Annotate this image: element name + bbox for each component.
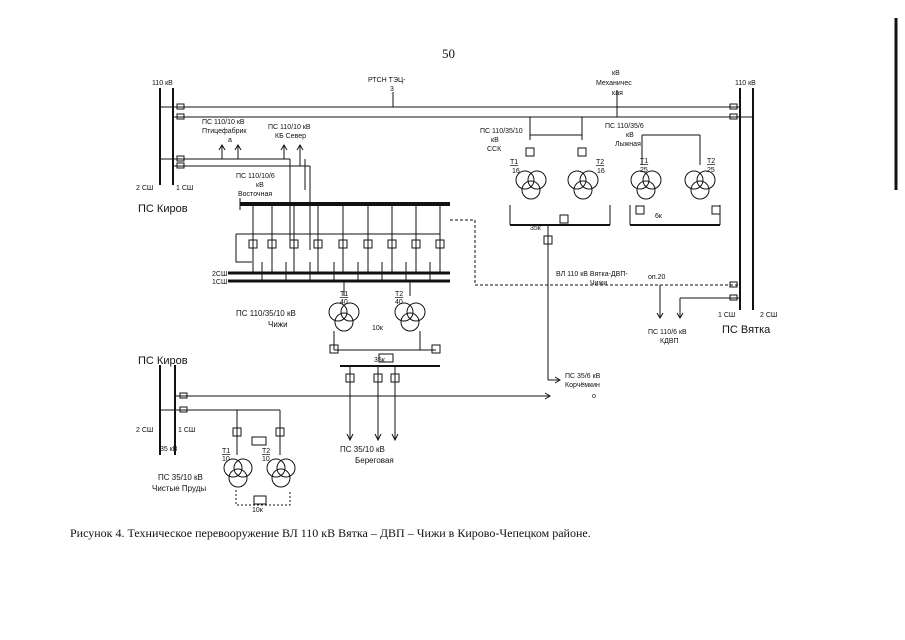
label-chizhi-t1: Т1 bbox=[340, 291, 348, 298]
label-cp-t1-v: 10 bbox=[222, 456, 230, 463]
figure-caption: Рисунок 4. Техническое перевооружение ВЛ… bbox=[70, 526, 591, 540]
switch-box bbox=[176, 155, 185, 162]
label-chizhi-2: Чижи bbox=[268, 320, 288, 329]
ssk-t2-winding bbox=[567, 170, 587, 190]
switch-box bbox=[176, 113, 185, 120]
chizhi-t1-winding bbox=[328, 302, 348, 322]
label-vl-1: ВЛ 110 кВ Вятка-ДВП- bbox=[556, 271, 628, 278]
label-vost-3: Восточная bbox=[238, 191, 272, 198]
feeder-group bbox=[235, 204, 445, 281]
label-korch-2: Корчёмкин bbox=[565, 382, 600, 389]
label-chizhi-t2: Т2 bbox=[395, 291, 403, 298]
label-kb-2: КБ Север bbox=[275, 133, 306, 140]
label-ptitse-1: ПС 110/10 кВ bbox=[202, 119, 245, 126]
label-mech-1: Механичес bbox=[596, 80, 632, 87]
label-cp-10k: 10к bbox=[252, 507, 264, 514]
label-mech-2: кая bbox=[612, 90, 623, 97]
label-ssk-2: кВ bbox=[491, 137, 499, 144]
label-kv35-bottom: 35 кВ bbox=[160, 446, 178, 453]
label-rtsn-num: 3 bbox=[390, 86, 394, 93]
label-bus-2sh: 2СШ bbox=[212, 271, 227, 278]
label-bereg-1: ПС 35/10 кВ bbox=[340, 445, 385, 454]
label-cp-t2-v: 10 bbox=[262, 456, 270, 463]
chizhi-t2-winding bbox=[394, 302, 414, 322]
label-cp-1: ПС 35/10 кВ bbox=[158, 473, 203, 482]
label-2sh-right: 2 СШ bbox=[760, 312, 777, 319]
switch-box bbox=[729, 103, 738, 110]
label-ptitse-2: Птицефабрик bbox=[202, 127, 247, 135]
label-chizhi-1: ПС 110/35/10 кВ bbox=[236, 309, 296, 318]
label-ssk-t2-v: 16 bbox=[597, 168, 605, 175]
label-chizhi-t2-v: 40 bbox=[395, 299, 403, 306]
label-2sh-bottom: 2 СШ bbox=[136, 427, 153, 434]
label-lyzh-3: Лыжная bbox=[615, 141, 641, 148]
label-kv110-right: 110 кВ bbox=[735, 80, 756, 87]
label-ps-kirov-bottom: ПС Киров bbox=[138, 355, 188, 367]
page-number: 50 bbox=[442, 46, 455, 61]
label-mech-kv: кВ bbox=[612, 70, 620, 77]
label-vost-1: ПС 110/10/6 bbox=[236, 173, 275, 180]
label-kv110-left: 110 кВ bbox=[152, 80, 173, 87]
label-rtsn: РТСН ТЭЦ- bbox=[368, 77, 406, 84]
label-cp-2: Чистые Пруды bbox=[152, 484, 206, 493]
label-ssk-3: ССК bbox=[487, 146, 502, 153]
label-ssk-t1-v: 16 bbox=[512, 168, 520, 175]
label-chizhi-35k: 35к bbox=[374, 357, 386, 364]
label-1sh-bottom: 1 СШ bbox=[178, 427, 195, 434]
label-vl-2: Чижи bbox=[590, 280, 607, 287]
label-vost-2: кВ bbox=[256, 182, 264, 189]
cp-t1-winding bbox=[223, 458, 243, 478]
label-ssk-1: ПС 110/35/10 bbox=[480, 128, 523, 135]
ssk-t1-winding bbox=[515, 170, 535, 190]
lyzh-t2-winding bbox=[684, 170, 704, 190]
label-lyzh-t2: Т2 bbox=[707, 158, 715, 165]
label-chizhi-10k: 10к bbox=[372, 325, 384, 332]
label-bus-1sh: 1СШ bbox=[212, 279, 227, 286]
label-lyzh-t1-v: 25 bbox=[640, 167, 648, 174]
label-kdvp-1: ПС 110/6 кВ bbox=[648, 329, 687, 336]
switch-box bbox=[176, 162, 185, 169]
label-ssk-t2: Т2 bbox=[596, 159, 604, 166]
vl-dashed-link bbox=[450, 219, 740, 286]
label-2sh-left: 2 СШ bbox=[136, 185, 153, 192]
switch-box bbox=[176, 103, 185, 110]
label-op20: оп.20 bbox=[648, 274, 666, 281]
label-ptitse-3: а bbox=[228, 137, 232, 144]
label-korch-3: о bbox=[592, 393, 596, 400]
label-ssk-t1: Т1 bbox=[510, 159, 518, 166]
label-cp-t1: Т1 bbox=[222, 448, 230, 455]
label-1sh-left: 1 СШ bbox=[176, 185, 193, 192]
label-chizhi-t1-v: 40 bbox=[340, 299, 348, 306]
label-kdvp-2: КДВП bbox=[660, 338, 679, 345]
label-1sh-right: 1 СШ bbox=[718, 312, 735, 319]
label-cp-t2: Т2 bbox=[262, 448, 270, 455]
label-lyzh-1: ПС 110/35/6 bbox=[605, 123, 644, 130]
label-korch-1: ПС 35/6 кВ bbox=[565, 373, 601, 380]
cp-t2-winding bbox=[266, 458, 286, 478]
label-lyzh-2: кВ bbox=[626, 132, 634, 139]
label-ps-kirov-top: ПС Киров bbox=[138, 203, 188, 215]
label-ssk-35k: 35к bbox=[530, 225, 542, 232]
label-lyzh-6k: 6к bbox=[655, 213, 663, 220]
label-lyzh-t1: Т1 bbox=[640, 158, 648, 165]
label-lyzh-t2-v: 25 bbox=[707, 167, 715, 174]
switch-box bbox=[729, 113, 738, 120]
label-ps-vyatka: ПС Вятка bbox=[722, 324, 771, 336]
lyzh-t1-winding bbox=[630, 170, 650, 190]
label-kb-1: ПС 110/10 кВ bbox=[268, 124, 311, 131]
label-bereg-2: Береговая bbox=[355, 456, 394, 465]
